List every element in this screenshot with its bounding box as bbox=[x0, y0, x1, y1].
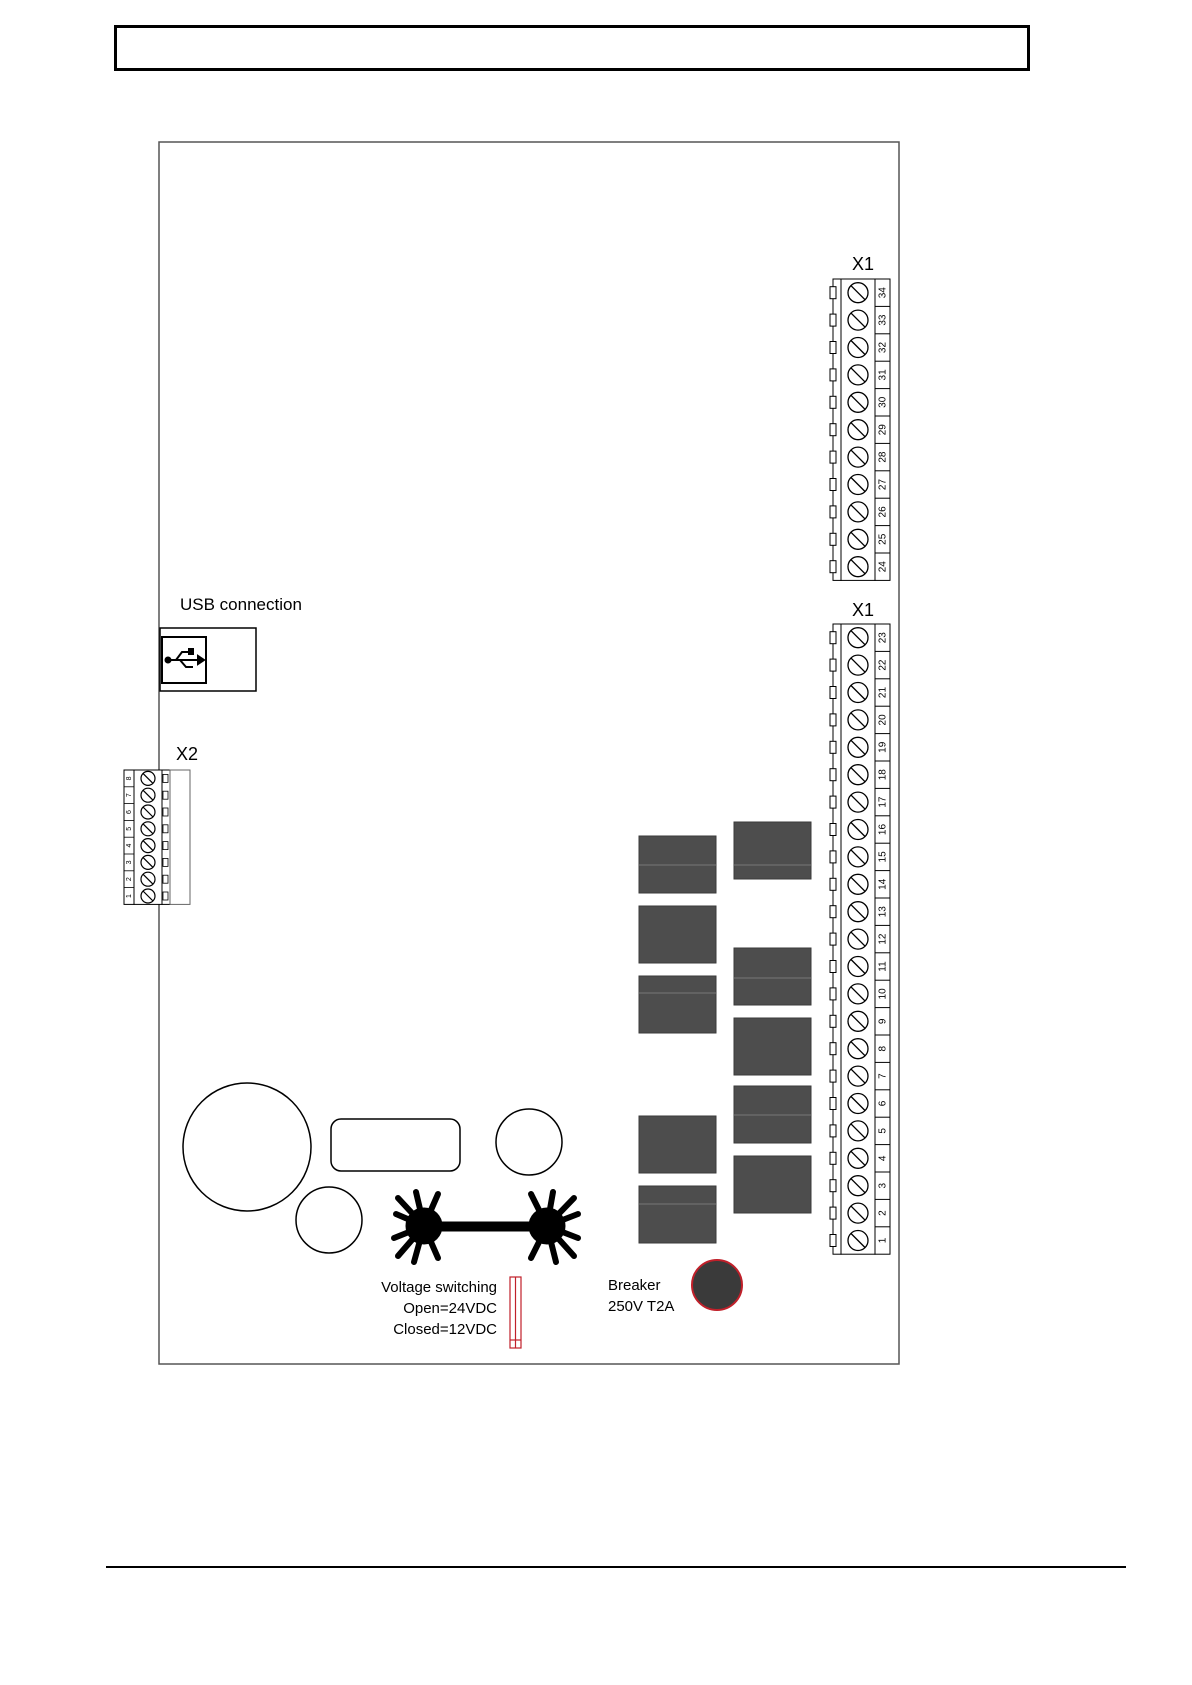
terminal-number: 2 bbox=[126, 877, 133, 881]
usb-connector[interactable] bbox=[160, 628, 256, 691]
relay-group bbox=[639, 822, 811, 1243]
breaker-rating: 250V T2A bbox=[608, 1298, 674, 1315]
terminal-number: 5 bbox=[126, 827, 133, 831]
heatsink-icon bbox=[394, 1192, 578, 1262]
voltage-open-label: Open=24VDC bbox=[403, 1300, 497, 1317]
terminal-number: 20 bbox=[878, 714, 889, 726]
terminal-number: 31 bbox=[878, 369, 889, 381]
terminal-number: 18 bbox=[878, 769, 889, 781]
terminal-number: 14 bbox=[878, 878, 889, 890]
terminal-number: 15 bbox=[878, 851, 889, 863]
relay bbox=[734, 1086, 811, 1143]
fuse-holder bbox=[331, 1119, 460, 1171]
relay bbox=[639, 1116, 716, 1173]
x1-top-label: X1 bbox=[852, 254, 874, 274]
relay bbox=[639, 836, 716, 893]
voltage-switching-title: Voltage switching bbox=[381, 1279, 497, 1296]
terminal-number: 1 bbox=[126, 894, 133, 898]
terminal-number: 22 bbox=[878, 659, 889, 671]
terminal-number: 11 bbox=[878, 961, 889, 972]
large-capacitor bbox=[183, 1083, 311, 1211]
terminal-number: 26 bbox=[878, 506, 889, 518]
terminal-number: 28 bbox=[878, 451, 889, 463]
terminal-number: 19 bbox=[878, 741, 889, 753]
relay bbox=[734, 948, 811, 1005]
footer-rule bbox=[106, 1566, 1126, 1568]
terminal-number: 25 bbox=[878, 533, 889, 545]
terminal-number: 24 bbox=[878, 561, 889, 573]
small-capacitor bbox=[296, 1187, 362, 1253]
terminal-number: 6 bbox=[126, 810, 133, 814]
voltage-jumper[interactable] bbox=[510, 1277, 521, 1348]
relay bbox=[639, 906, 716, 963]
terminal-number: 17 bbox=[878, 796, 889, 808]
relay bbox=[639, 976, 716, 1033]
terminal-number: 13 bbox=[878, 906, 889, 918]
x2-terminal-block: 8 7 6 5 4 3 2 1 bbox=[124, 770, 190, 904]
terminal-number: 3 bbox=[126, 860, 133, 864]
terminal-number: 33 bbox=[878, 314, 889, 326]
terminal-number: 12 bbox=[878, 933, 889, 945]
voltage-closed-label: Closed=12VDC bbox=[393, 1321, 497, 1338]
terminal-number: 21 bbox=[878, 687, 889, 699]
relay bbox=[734, 1156, 811, 1213]
x2-label: X2 bbox=[176, 744, 198, 764]
terminal-number: 23 bbox=[878, 632, 889, 644]
round-component bbox=[496, 1109, 562, 1175]
terminal-number: 29 bbox=[878, 424, 889, 436]
terminal-number: 1 bbox=[878, 1237, 889, 1243]
terminal-number: 8 bbox=[878, 1045, 889, 1051]
terminal-number: 5 bbox=[878, 1128, 889, 1134]
terminal-number: 9 bbox=[878, 1018, 889, 1024]
breaker-button[interactable] bbox=[692, 1260, 742, 1310]
terminal-number: 4 bbox=[878, 1155, 889, 1161]
terminal-number: 34 bbox=[878, 287, 889, 299]
terminal-number: 3 bbox=[878, 1182, 889, 1188]
terminal-number: 32 bbox=[878, 342, 889, 354]
terminal-number: 4 bbox=[126, 844, 133, 848]
x1-top-terminal-block: 34 33 32 31 30 29 28 27 26 25 24 bbox=[830, 279, 890, 580]
relay bbox=[734, 1018, 811, 1075]
terminal-number: 7 bbox=[878, 1073, 889, 1079]
relay bbox=[734, 822, 811, 879]
terminal-number: 7 bbox=[126, 793, 133, 797]
relay bbox=[639, 1186, 716, 1243]
terminal-number: 27 bbox=[878, 479, 889, 491]
usb-connection-label: USB connection bbox=[180, 595, 302, 614]
breaker-title: Breaker bbox=[608, 1277, 661, 1294]
terminal-number: 10 bbox=[878, 988, 889, 1000]
terminal-number: 30 bbox=[878, 396, 889, 408]
terminal-number: 8 bbox=[126, 776, 133, 780]
terminal-number: 2 bbox=[878, 1210, 889, 1216]
terminal-number: 6 bbox=[878, 1100, 889, 1106]
x1-bottom-label: X1 bbox=[852, 600, 874, 620]
terminal-number: 16 bbox=[878, 824, 889, 836]
